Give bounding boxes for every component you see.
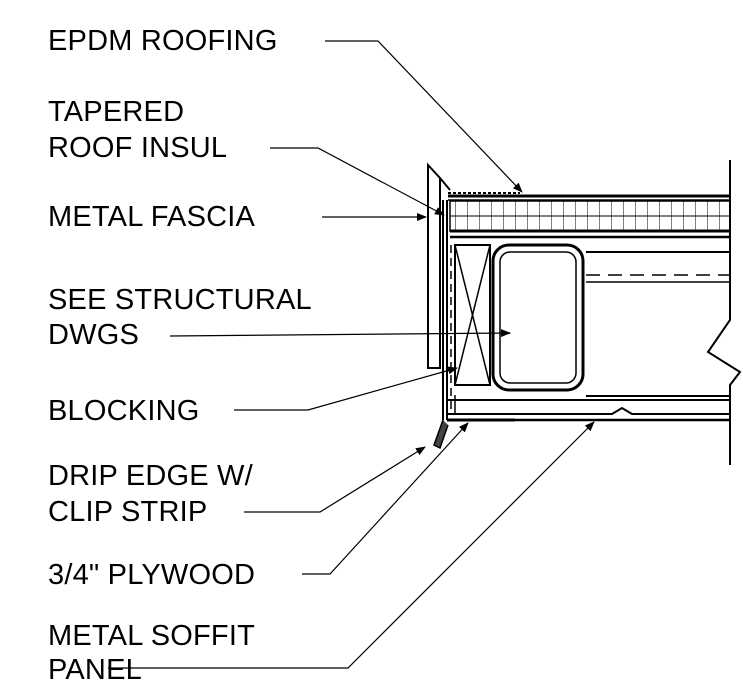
roof-joist	[586, 251, 730, 397]
label-soffit-line-2: PANEL	[48, 654, 142, 686]
label-drip-edge-line-1: DRIP EDGE W/	[48, 460, 253, 492]
edge-strips	[442, 200, 452, 420]
label-tapered-line-2: ROOF INSUL	[48, 132, 228, 164]
label-tapered-line-1: TAPERED	[48, 96, 185, 128]
label-structural-line-2: DWGS	[48, 319, 140, 351]
wood-blocking	[454, 244, 491, 386]
label-drip-edge-line-2: CLIP STRIP	[48, 496, 208, 528]
leader-lines	[108, 40, 595, 669]
label-epdm-roofing: EPDM ROOFING	[48, 25, 278, 57]
epdm-roofing-layer	[448, 192, 730, 201]
label-plywood: 3/4" PLYWOOD	[48, 559, 256, 591]
drip-edge	[433, 419, 449, 450]
soffit-assembly	[447, 395, 730, 422]
label-structural-line-1: SEE STRUCTURAL	[48, 284, 312, 316]
break-line	[706, 160, 742, 465]
label-blocking: BLOCKING	[48, 395, 200, 427]
label-soffit-line-1: METAL SOFFIT	[48, 620, 256, 652]
label-metal-fascia: METAL FASCIA	[48, 201, 256, 233]
structural-tube	[491, 243, 585, 392]
tapered-insulation	[449, 200, 731, 239]
